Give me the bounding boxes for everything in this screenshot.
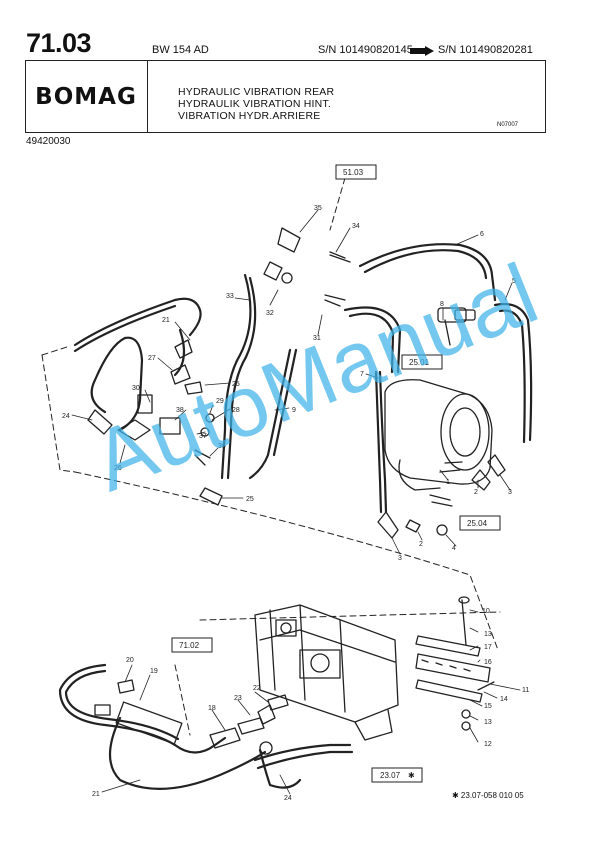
part-number: 49420030	[26, 136, 71, 147]
callout-label: 26	[114, 465, 122, 472]
callout-label: 16	[484, 659, 492, 666]
callout-label: 10	[482, 608, 490, 615]
ref-code: N07007	[497, 122, 519, 128]
callout-label: 3	[398, 555, 402, 562]
callout-label: 15	[484, 703, 492, 710]
callout-label: 35	[314, 205, 322, 212]
callout-label: 34	[352, 223, 360, 230]
svg-text:23.07: 23.07	[380, 771, 401, 780]
callout-label: 1	[446, 479, 450, 486]
callout-label: 11	[522, 687, 529, 694]
page-number: 71.03	[26, 28, 92, 58]
callout-label: 4	[452, 545, 456, 552]
callout-label: 19	[150, 668, 158, 675]
callout-label: 21	[92, 791, 100, 798]
callout-label: 22	[253, 685, 261, 692]
callout-label: 31	[313, 335, 321, 342]
callout-label: 24	[284, 795, 292, 802]
ref-box-25-01: 25.01	[401, 354, 443, 370]
callout-labels: 35 34 6 5 33 32 8 21 31 27 30 7 25 24 29…	[62, 205, 529, 802]
callout-label: 17	[484, 644, 492, 651]
callout-label: 5	[512, 278, 516, 285]
callout-label: 23	[234, 695, 242, 702]
title-en: HYDRAULIC VIBRATION REAR	[178, 86, 335, 98]
callout-label: 7	[360, 371, 364, 378]
callout-label: 20	[126, 657, 134, 664]
logo-cell: BOMAG	[25, 60, 148, 133]
callout-label: 32	[266, 310, 274, 317]
callout-label: 14	[500, 696, 508, 703]
brand-logo: BOMAG	[35, 83, 137, 110]
title-fr: VIBRATION HYDR.ARRIERE	[178, 110, 321, 122]
callout-label: 25	[246, 496, 254, 503]
title-de: HYDRAULIK VIBRATION HINT.	[178, 98, 331, 110]
arrow-right-icon	[410, 46, 434, 56]
callout-label: 25	[232, 381, 240, 388]
callout-label: 28	[232, 407, 240, 414]
callout-label: 8	[440, 301, 444, 308]
header-box	[25, 60, 546, 133]
callout-label: 24	[62, 413, 70, 420]
ref-box-71-02: 71.02	[171, 637, 213, 653]
svg-text:25.04: 25.04	[467, 519, 488, 528]
callout-label: 36	[218, 443, 226, 450]
callout-label: 27	[148, 355, 156, 362]
ref-box-25-04: 25.04	[459, 515, 501, 531]
ref-box-51-03: 51.03	[335, 164, 377, 180]
svg-text:✱: ✱	[408, 771, 415, 780]
ref-box-23-07: 23.07 ✱	[371, 767, 423, 783]
callout-label: 18	[208, 705, 216, 712]
svg-text:25.01: 25.01	[409, 358, 430, 367]
callout-label: 38	[176, 407, 184, 414]
callout-label: 30	[132, 385, 140, 392]
model-label: BW 154 AD	[152, 44, 209, 56]
svg-text:71.02: 71.02	[179, 641, 200, 650]
callout-label: 13	[484, 719, 492, 726]
serial-to: S/N 101490820281	[438, 44, 533, 56]
serial-from: S/N 101490820145	[318, 44, 413, 56]
callout-label: 37	[199, 433, 207, 440]
svg-text:51.03: 51.03	[343, 168, 364, 177]
figure-code: ✱ 23.07-058 010 05	[452, 791, 524, 800]
callout-label: 3	[508, 489, 512, 496]
callout-label: 29	[216, 398, 224, 405]
callout-label: 33	[226, 293, 234, 300]
callout-label: 2	[474, 489, 478, 496]
callout-label: 13	[484, 631, 492, 638]
callout-label: 12	[484, 741, 492, 748]
callout-label: 21	[162, 317, 170, 324]
callout-label: 2	[419, 541, 423, 548]
callout-label: 9	[292, 407, 296, 414]
callout-label: 6	[480, 231, 484, 238]
